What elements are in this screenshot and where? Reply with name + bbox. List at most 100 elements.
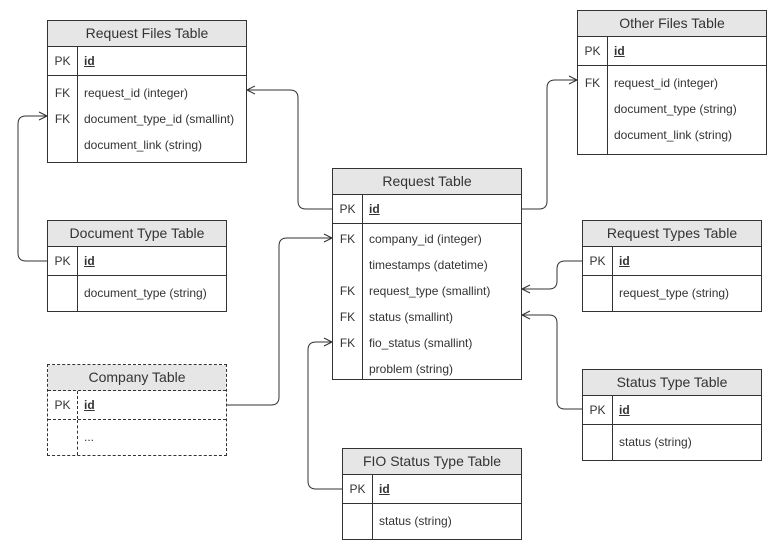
field-row: FK request_type (smallint) bbox=[333, 278, 521, 304]
field-row: request_type (string) bbox=[583, 280, 761, 306]
key-label: FK bbox=[339, 284, 356, 298]
field-name: id bbox=[84, 254, 95, 268]
key-label: FK bbox=[54, 86, 71, 100]
key-label: FK bbox=[339, 232, 356, 246]
key-label: PK bbox=[54, 54, 71, 68]
field-name: id bbox=[84, 54, 95, 68]
field-name: company_id (integer) bbox=[369, 232, 482, 246]
primary-key-section: PK id bbox=[343, 475, 521, 503]
field-name: id bbox=[369, 202, 380, 216]
key-column bbox=[583, 396, 613, 424]
primary-key-section: PK id bbox=[48, 391, 226, 419]
field-name: document_link (string) bbox=[614, 128, 733, 142]
fields-section: status (string) bbox=[343, 503, 521, 539]
key-label: PK bbox=[589, 403, 606, 417]
table-title: Status Type Table bbox=[583, 370, 761, 396]
link-other-files-request bbox=[522, 79, 577, 210]
fields-section: document_type (string) bbox=[48, 275, 226, 311]
key-column bbox=[343, 475, 373, 503]
key-column bbox=[583, 425, 613, 460]
fields-section: request_type (string) bbox=[583, 275, 761, 311]
field-name: id bbox=[84, 398, 95, 412]
key-label: PK bbox=[589, 254, 606, 268]
table-title: Company Table bbox=[48, 365, 226, 391]
field-row: FK company_id (integer) bbox=[333, 226, 521, 252]
key-column bbox=[583, 276, 613, 311]
key-label: FK bbox=[339, 310, 356, 324]
field-name: document_link (string) bbox=[84, 138, 203, 152]
key-column bbox=[578, 66, 608, 154]
key-label: PK bbox=[54, 254, 71, 268]
field-name: problem (string) bbox=[369, 362, 454, 376]
field-row: ... bbox=[48, 424, 226, 450]
primary-key-section: PK id bbox=[48, 247, 226, 275]
link-request-company bbox=[227, 237, 332, 406]
field-row: FK fio_status (smallint) bbox=[333, 330, 521, 356]
primary-key-section: PK id bbox=[48, 47, 246, 75]
key-column bbox=[48, 76, 78, 162]
field-name: request_id (integer) bbox=[84, 86, 189, 100]
field-row: document_type (string) bbox=[578, 96, 766, 122]
field-name: id bbox=[379, 482, 390, 496]
key-label: PK bbox=[349, 482, 366, 496]
link-request-fio-status-type bbox=[307, 341, 342, 490]
crowfoot-request-status-type bbox=[521, 310, 531, 320]
key-column bbox=[578, 37, 608, 65]
table-title: Request Table bbox=[333, 169, 521, 195]
field-row: timestamps (datetime) bbox=[333, 252, 521, 278]
key-column bbox=[48, 276, 78, 311]
crowfoot-request-files-document-type bbox=[38, 111, 48, 121]
field-name: status (string) bbox=[379, 514, 452, 528]
key-column bbox=[343, 504, 373, 539]
key-column bbox=[48, 247, 78, 275]
field-name: document_type (string) bbox=[84, 286, 207, 300]
table-title: Request Files Table bbox=[48, 21, 246, 47]
link-request-files-document-type bbox=[17, 115, 47, 262]
field-name: document_type (string) bbox=[614, 102, 737, 116]
key-column bbox=[333, 224, 363, 379]
key-label: PK bbox=[54, 398, 71, 412]
key-column bbox=[48, 420, 78, 455]
field-name: id bbox=[619, 254, 630, 268]
primary-key-row: PK id bbox=[343, 476, 521, 502]
field-name: request_type (string) bbox=[619, 286, 730, 300]
fields-section: FK company_id (integer) timestamps (dateti… bbox=[333, 223, 521, 379]
field-name: ... bbox=[84, 430, 95, 444]
field-row: status (string) bbox=[583, 429, 761, 455]
key-column bbox=[583, 247, 613, 275]
primary-key-row: PK id bbox=[583, 397, 761, 423]
crowfoot-other-files-request bbox=[568, 75, 578, 85]
primary-key-row: PK id bbox=[48, 392, 226, 418]
link-request-files-request bbox=[247, 89, 332, 210]
key-label: FK bbox=[339, 336, 356, 350]
field-row: status (string) bbox=[343, 508, 521, 534]
field-name: id bbox=[614, 44, 625, 58]
field-name: id bbox=[619, 403, 630, 417]
key-column bbox=[48, 47, 78, 75]
link-request-request-types bbox=[522, 260, 582, 290]
field-name: status (string) bbox=[619, 435, 692, 449]
field-row: document_link (string) bbox=[48, 132, 246, 158]
field-name: fio_status (smallint) bbox=[369, 336, 473, 350]
link-request-status-type bbox=[522, 314, 582, 410]
crowfoot-request-company bbox=[323, 233, 333, 243]
table-title: Document Type Table bbox=[48, 221, 226, 247]
field-name: request_type (smallint) bbox=[369, 284, 491, 298]
